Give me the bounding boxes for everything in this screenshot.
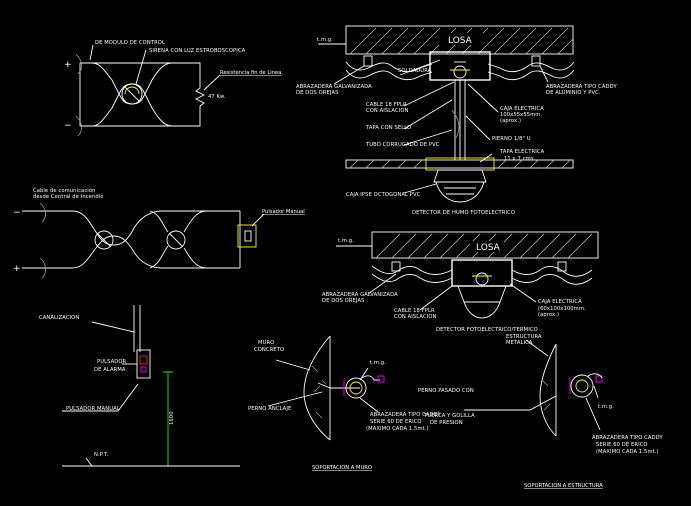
label-piernio: PIERNO 1/8" U <box>492 136 531 142</box>
label-tmg-4: t.m.g. <box>598 404 614 410</box>
label-abraz-caddy-e3: (MAXIMO CADA 1.5mt.) <box>596 449 659 455</box>
soportacion-muro <box>267 335 385 441</box>
label-cable2-1: CABLE 18 FPLR <box>394 308 435 314</box>
label-cable-fplr-1: CABLE 18 FPLR <box>366 102 407 108</box>
label-abraz-galv-1: ABRAZADERA GALVANIZADA <box>296 84 372 90</box>
label-soportacion-muro: SOPORTACION A MURO <box>312 465 372 471</box>
label-caja-elec-1: CAJA ELECTRICA <box>500 106 544 112</box>
label-perno-pasado-3: DE PRESION <box>430 420 463 426</box>
detector-termico-assembly <box>336 231 599 319</box>
label-abraz-caddy-e2: SERIE 60 DE ERICO <box>596 442 648 448</box>
label-abraz-galv-2: DE DOS OREJAS <box>296 90 339 96</box>
label-caja2-1: CAJA ELECTRICA <box>538 299 582 305</box>
label-pulsador-alarma-1: PULSADOR <box>97 359 127 365</box>
label-cable-com-1: Cable de comunicación <box>33 187 96 194</box>
label-cable2-2: CON AISLACION <box>394 314 437 320</box>
label-caja2-2: (60x100x100mm. <box>538 306 586 312</box>
label-canalizacion: CANALIZACION <box>39 315 79 321</box>
label-abraz-caddy-m3: (MAXIMO CADA 1.5mt.) <box>366 426 429 432</box>
sirena-circuit <box>75 44 221 137</box>
label-caja2-3: (aprox.) <box>538 312 559 318</box>
label-perno-pasado-2: TUERCA Y GOLILLA <box>423 413 475 419</box>
label-tmg-3: t.m.g. <box>370 360 386 366</box>
label-tmg-1: t.m.g. <box>317 37 333 43</box>
label-tubo-pvc: TUBO CORRUGADO DE PVC <box>365 142 440 148</box>
label-perno-anclaje: PERNO ANCLAJE <box>248 406 291 412</box>
label-pulsador-manual-top: Pulsador Manual <box>262 209 305 215</box>
label-caja-elec-2: 100x55x55mm. <box>500 112 542 118</box>
label-plus-1: + <box>64 60 72 70</box>
label-soldadura: SOLDADURA <box>398 68 432 74</box>
label-caja-ipse: CAJA IPSE OCTOGONAL PVC <box>346 192 421 198</box>
label-losa-2: LOSA <box>476 243 501 253</box>
label-muro-1: MURO <box>258 340 274 346</box>
label-estructura-2: METALICA <box>506 340 533 346</box>
label-resistencia: Resistencia fin de Linea <box>220 70 281 76</box>
label-detector-humo: DETECTOR DE HUMO FOTOELECTRICO <box>412 210 515 216</box>
label-muro-2: CONCRETO <box>254 347 284 353</box>
pulsador-alarma <box>62 305 240 467</box>
label-kohm: 47 Kw. <box>208 94 226 100</box>
label-detector-termico: DETECTOR FOTOELECTRICO/TERMICO <box>436 327 538 333</box>
label-altura: 1600 <box>169 411 175 425</box>
label-estructura-1: ESTRUCTURA <box>506 334 542 340</box>
label-abraz-galv2-1: ABRAZADERA GALVANIZADA <box>322 292 398 298</box>
label-minus-2: − <box>13 208 21 218</box>
pulsador-circuit <box>22 202 265 279</box>
label-sirena: SIRENA CON LUZ ESTROBOSCOPICA <box>149 48 246 54</box>
label-caja-elec-3: (aprox.) <box>500 118 521 124</box>
label-tapa-elec-2: 11 x 7 cms. <box>504 156 536 162</box>
label-de-modulo: DE MODULO DE CONTROL <box>95 40 165 46</box>
soportacion-estructura <box>464 339 603 437</box>
label-abraz-caddy-m2: SERIE 60 DE ERICO <box>370 419 422 425</box>
label-abraz-caddy-2: DE ALUMINIO Y PVC. <box>546 90 601 96</box>
detector-humo-assembly <box>318 25 575 203</box>
label-soportacion-estructura: SOPORTACION A ESTRUCTURA <box>524 483 603 489</box>
label-abraz-caddy-e1: ABRAZADERA TIPO CADDY <box>592 435 663 441</box>
label-pulsador-alarma-2: DE ALARMA <box>94 367 126 373</box>
label-tapa-sello: TAPA CON SELLO <box>365 125 411 131</box>
label-losa: LOSA <box>448 36 473 46</box>
label-cable-com-2: desde Central de Incendio <box>33 194 104 200</box>
label-perno-pasado-1: PERNO PASADO CON <box>418 388 474 394</box>
label-abraz-caddy-m1: ABRAZADERA TIPO CADDY <box>370 412 441 418</box>
label-npt: N.P.T. <box>94 452 109 458</box>
label-tmg-2: t.m.g. <box>338 238 354 244</box>
label-minus-1: − <box>64 121 72 131</box>
label-tapa-elec-1: TAPA ELECTRICA <box>499 149 545 155</box>
label-cable-fplr-2: CON AISLACION <box>366 108 409 114</box>
label-pulsador-manual: PULSADOR MANUAL <box>66 406 120 412</box>
label-abraz-galv2-2: DE DOS OREJAS <box>322 298 365 304</box>
label-plus-2: + <box>13 264 21 274</box>
label-abraz-caddy-1: ABRAZADERA TIPO CADDY <box>546 84 617 90</box>
